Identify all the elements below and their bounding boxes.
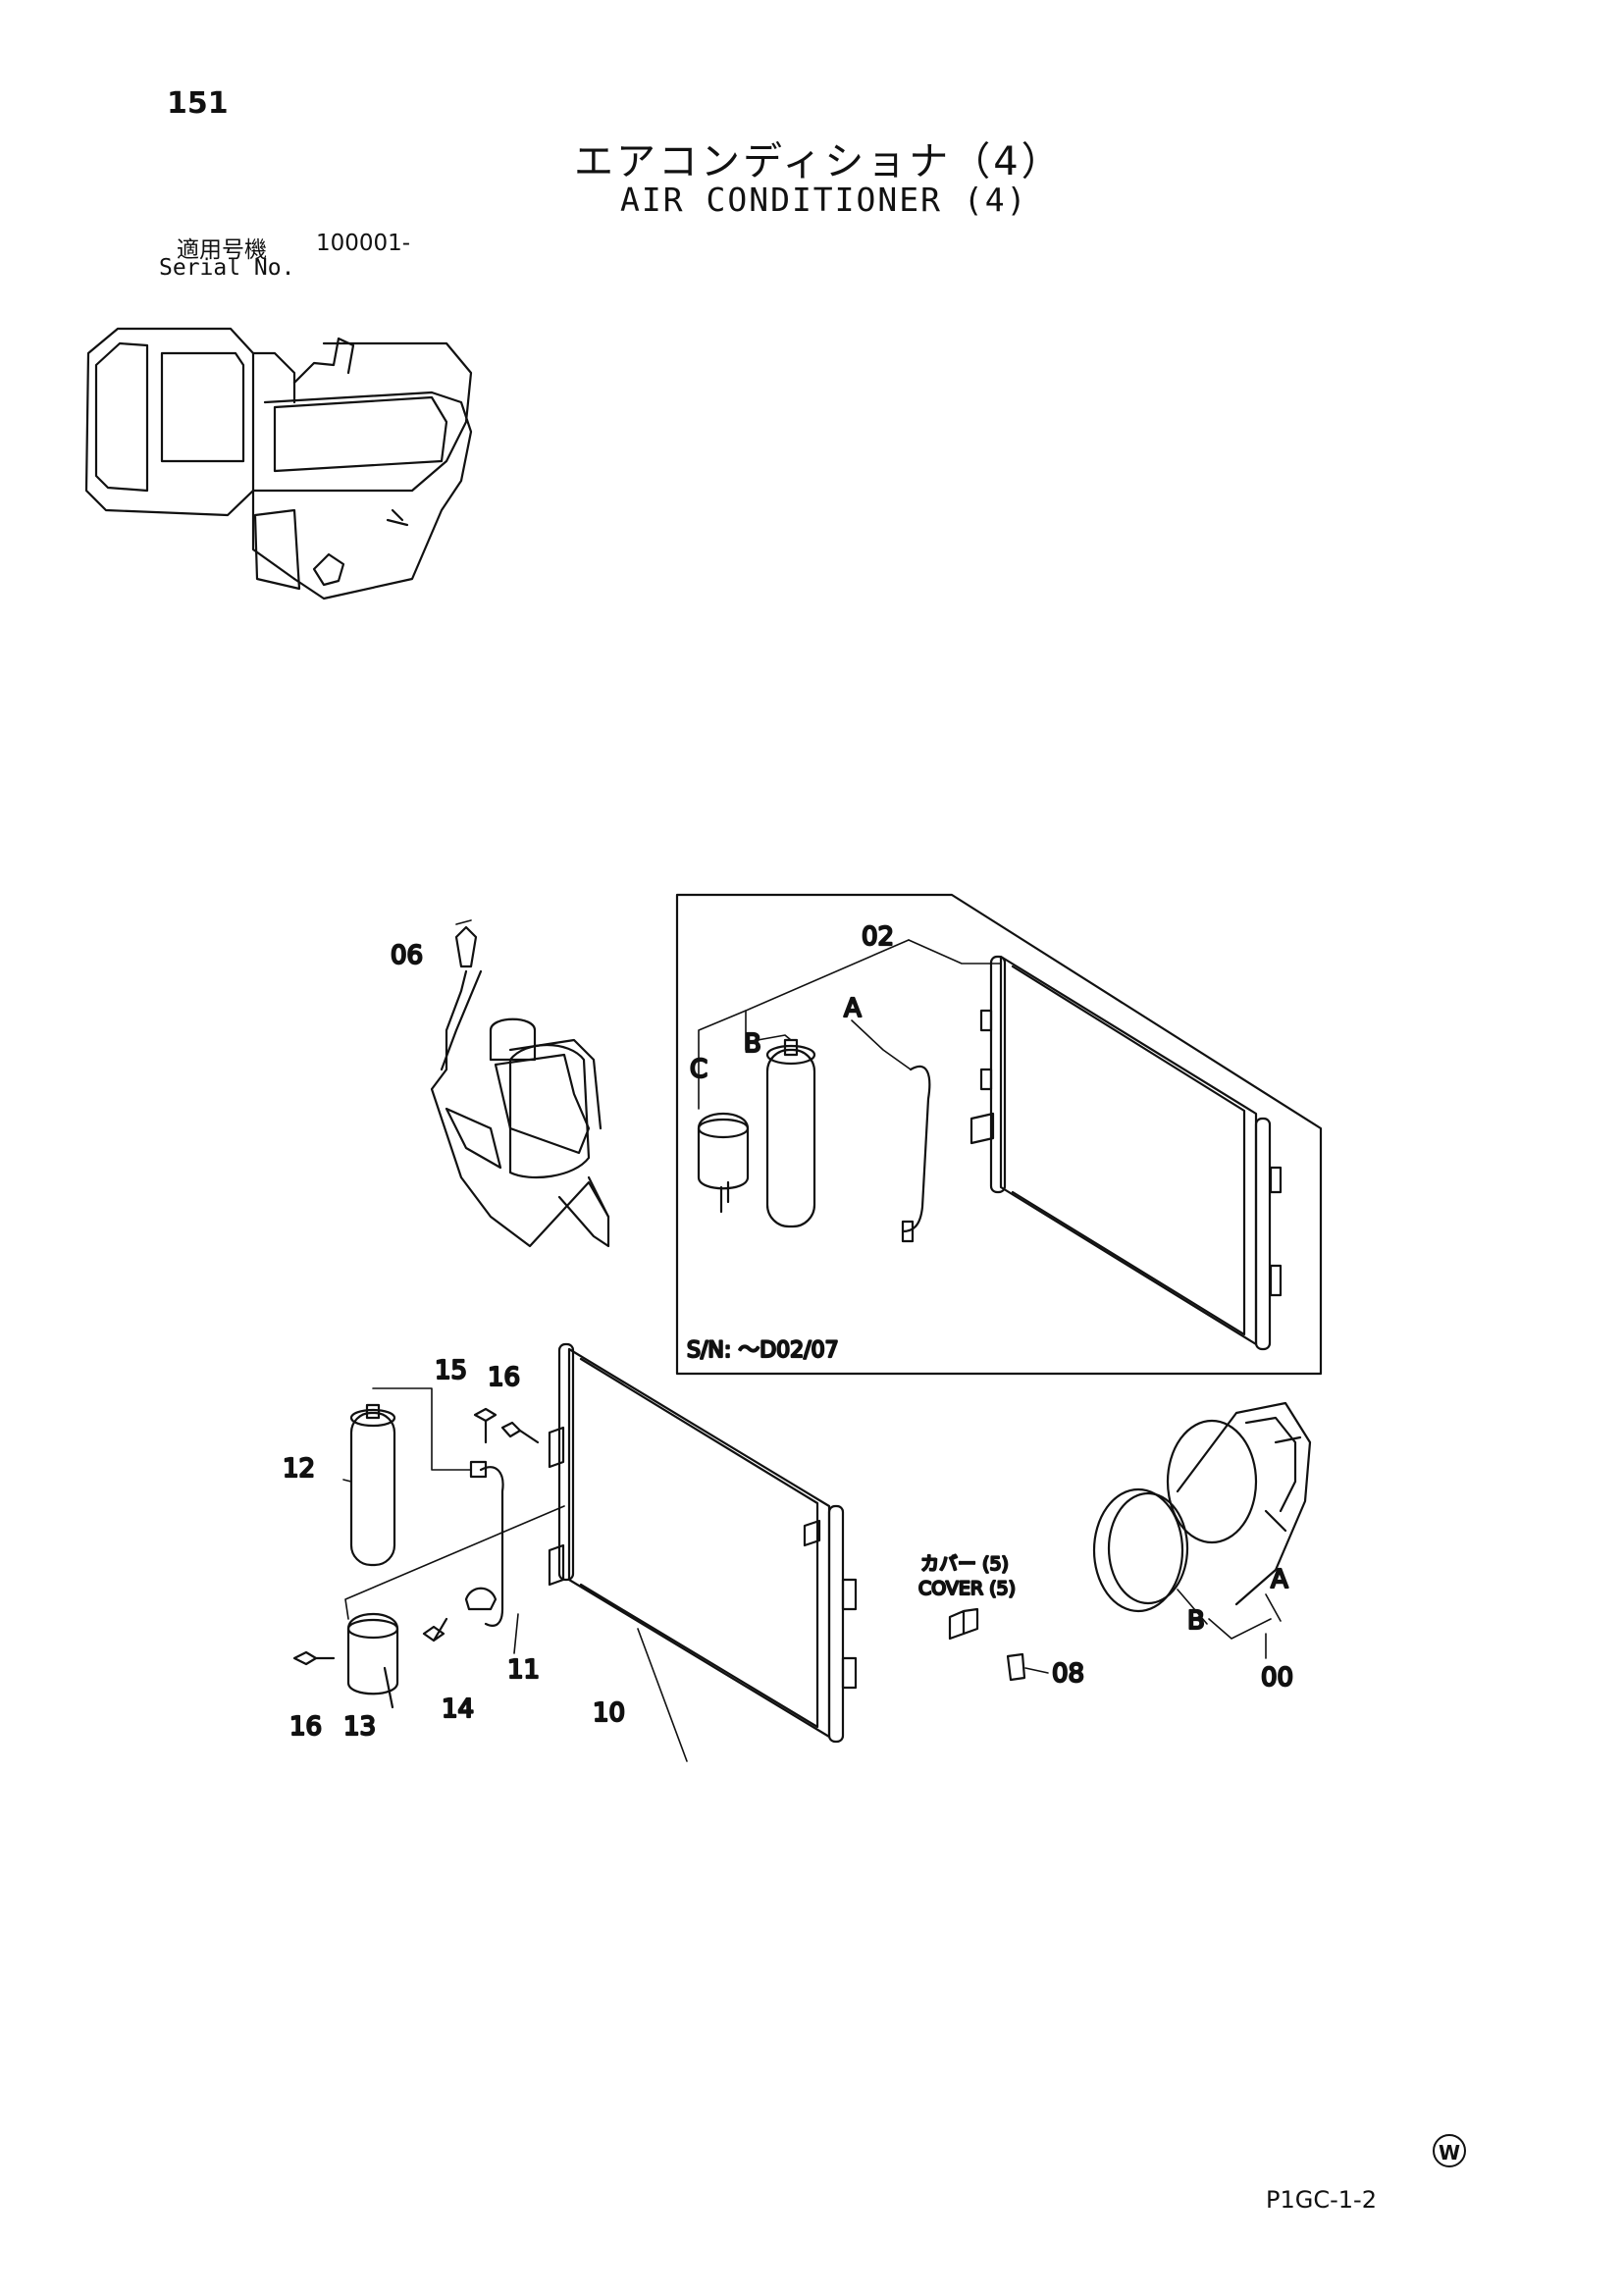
serial-limit-note: S/N: ～D02/07 [687, 1338, 839, 1363]
cover-label-japanese: カバー (5) [920, 1553, 1009, 1575]
pipe-upper [901, 1065, 931, 1243]
callout-06: 06 [391, 941, 423, 970]
callout-b-upper: B [744, 1029, 761, 1059]
bolts [292, 1407, 540, 1666]
cover-and-clip [948, 1607, 1026, 1682]
callout-12: 12 [283, 1454, 315, 1484]
serial-range: 100001- [316, 231, 411, 256]
callout-a-compressor: A [1271, 1565, 1288, 1594]
condenser-upper [969, 955, 1283, 1351]
superseded-assembly-frame [675, 893, 1323, 1376]
title-english: AIR CONDITIONER (4) [620, 181, 1028, 219]
callout-13: 13 [343, 1712, 376, 1742]
cover-label-english: COVER (5) [918, 1578, 1016, 1599]
title-japanese: エアコンディショナ（4） [574, 139, 1064, 184]
callout-14: 14 [442, 1695, 474, 1724]
callout-11: 11 [507, 1655, 540, 1685]
callout-b-compressor: B [1187, 1606, 1205, 1636]
serial-label-japanese: 適用号機 [177, 237, 267, 263]
callout-02: 02 [862, 922, 894, 952]
condenser-lower [548, 1342, 858, 1744]
watermark-w-icon: W [1433, 2134, 1466, 2167]
callout-16-upper: 16 [488, 1363, 520, 1392]
callout-00: 00 [1261, 1663, 1293, 1693]
callout-08: 08 [1052, 1659, 1084, 1689]
receiver-drier-bracket-assembly [430, 925, 610, 1248]
serial-label-english: Serial No. [159, 255, 295, 281]
leader-lines-lower [342, 919, 1282, 1762]
pipe-lower [464, 1460, 504, 1627]
callout-16-lower: 16 [289, 1712, 322, 1742]
receiver-drier-upper [765, 1038, 816, 1228]
page-number: 151 [167, 86, 229, 121]
clamp-upper [697, 1112, 750, 1214]
leader-lines-upper [698, 939, 1002, 1110]
callout-c-upper: C [690, 1055, 707, 1084]
compressor [1092, 1401, 1312, 1613]
machine-overview-illustration [84, 327, 473, 600]
callout-a-upper: A [844, 994, 862, 1023]
callout-10: 10 [593, 1698, 625, 1728]
receiver-drier-lower [349, 1403, 396, 1567]
clamp-lower [346, 1612, 399, 1709]
drawing-code: P1GC-1-2 [1266, 2186, 1377, 2214]
callout-15: 15 [435, 1356, 467, 1385]
